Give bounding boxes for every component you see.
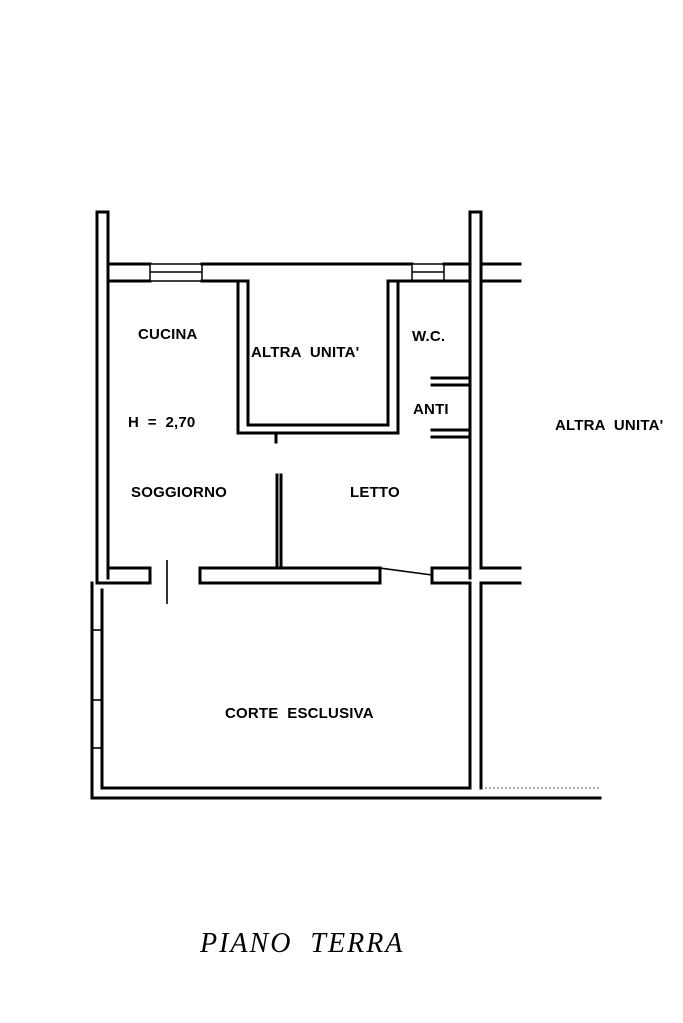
- label-corte-esclusiva: CORTE ESCLUSIVA: [225, 705, 374, 722]
- label-letto: LETTO: [350, 484, 400, 501]
- label-soggiorno: SOGGIORNO: [131, 484, 227, 501]
- label-altra-unita-right: ALTRA UNITA': [555, 417, 663, 434]
- label-cucina: CUCINA: [138, 326, 198, 343]
- floor-title: PIANO TERRA: [199, 928, 404, 959]
- room-labels: CUCINA ALTRA UNITA' W.C. ANTI H = 2,70 S…: [128, 326, 663, 722]
- label-wc: W.C.: [412, 328, 445, 345]
- walls: [90, 210, 602, 800]
- label-anti: ANTI: [413, 401, 449, 418]
- label-altra-unita-inner: ALTRA UNITA': [251, 344, 359, 361]
- label-height: H = 2,70: [128, 414, 195, 431]
